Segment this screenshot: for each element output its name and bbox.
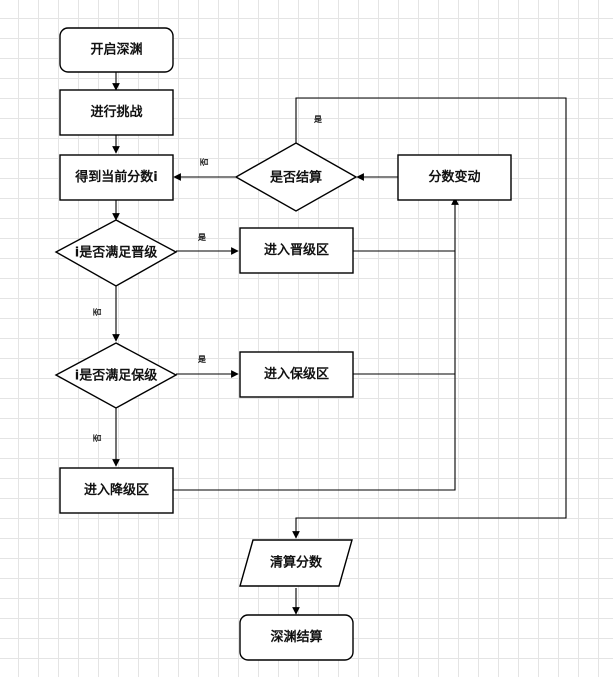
node-keep-zone: 进入保级区 [239, 351, 354, 398]
label-promote-no: 否 [93, 308, 102, 317]
label-check-promote: i是否满足晋级 [75, 245, 158, 261]
label-get-score: 得到当前分数i [74, 169, 157, 185]
node-challenge: 进行挑战 [59, 89, 174, 136]
label-promote-yes: 是 [197, 232, 206, 242]
label-end: 深渊结算 [270, 629, 322, 645]
node-end: 深渊结算 [239, 614, 354, 661]
node-clear-score: 清算分数 [239, 539, 353, 587]
arrow-collector-to-score-change [173, 197, 459, 491]
label-start: 开启深渊 [90, 42, 142, 58]
label-keep-yes: 是 [197, 354, 206, 364]
label-clear-score: 清算分数 [270, 555, 323, 571]
node-get-score: 得到当前分数i [59, 154, 174, 201]
label-keep-no: 否 [93, 434, 102, 443]
edge-labels: 是 否 是 否 是 否 [93, 114, 322, 443]
label-demote-zone: 进入降级区 [84, 482, 149, 498]
node-score-change: 分数变动 [397, 154, 512, 201]
label-challenge: 进行挑战 [90, 104, 142, 120]
label-settle-yes: 是 [313, 114, 322, 124]
label-promote-zone: 进入晋级区 [264, 242, 329, 258]
label-check-keep: i是否满足保级 [75, 368, 158, 384]
label-settle-no: 否 [200, 158, 209, 167]
label-keep-zone: 进入保级区 [264, 366, 329, 382]
arrow-settle-yes [292, 97, 567, 539]
node-check-keep: i是否满足保级 [54, 342, 178, 409]
node-promote-zone: 进入晋级区 [239, 227, 354, 274]
node-start: 开启深渊 [59, 27, 174, 73]
node-check-promote: i是否满足晋级 [54, 219, 178, 287]
connectors [112, 72, 567, 615]
node-demote-zone: 进入降级区 [59, 467, 174, 514]
label-score-change: 分数变动 [428, 169, 480, 185]
label-check-settle: 是否结算 [269, 170, 322, 186]
node-check-settle: 是否结算 [234, 142, 358, 212]
